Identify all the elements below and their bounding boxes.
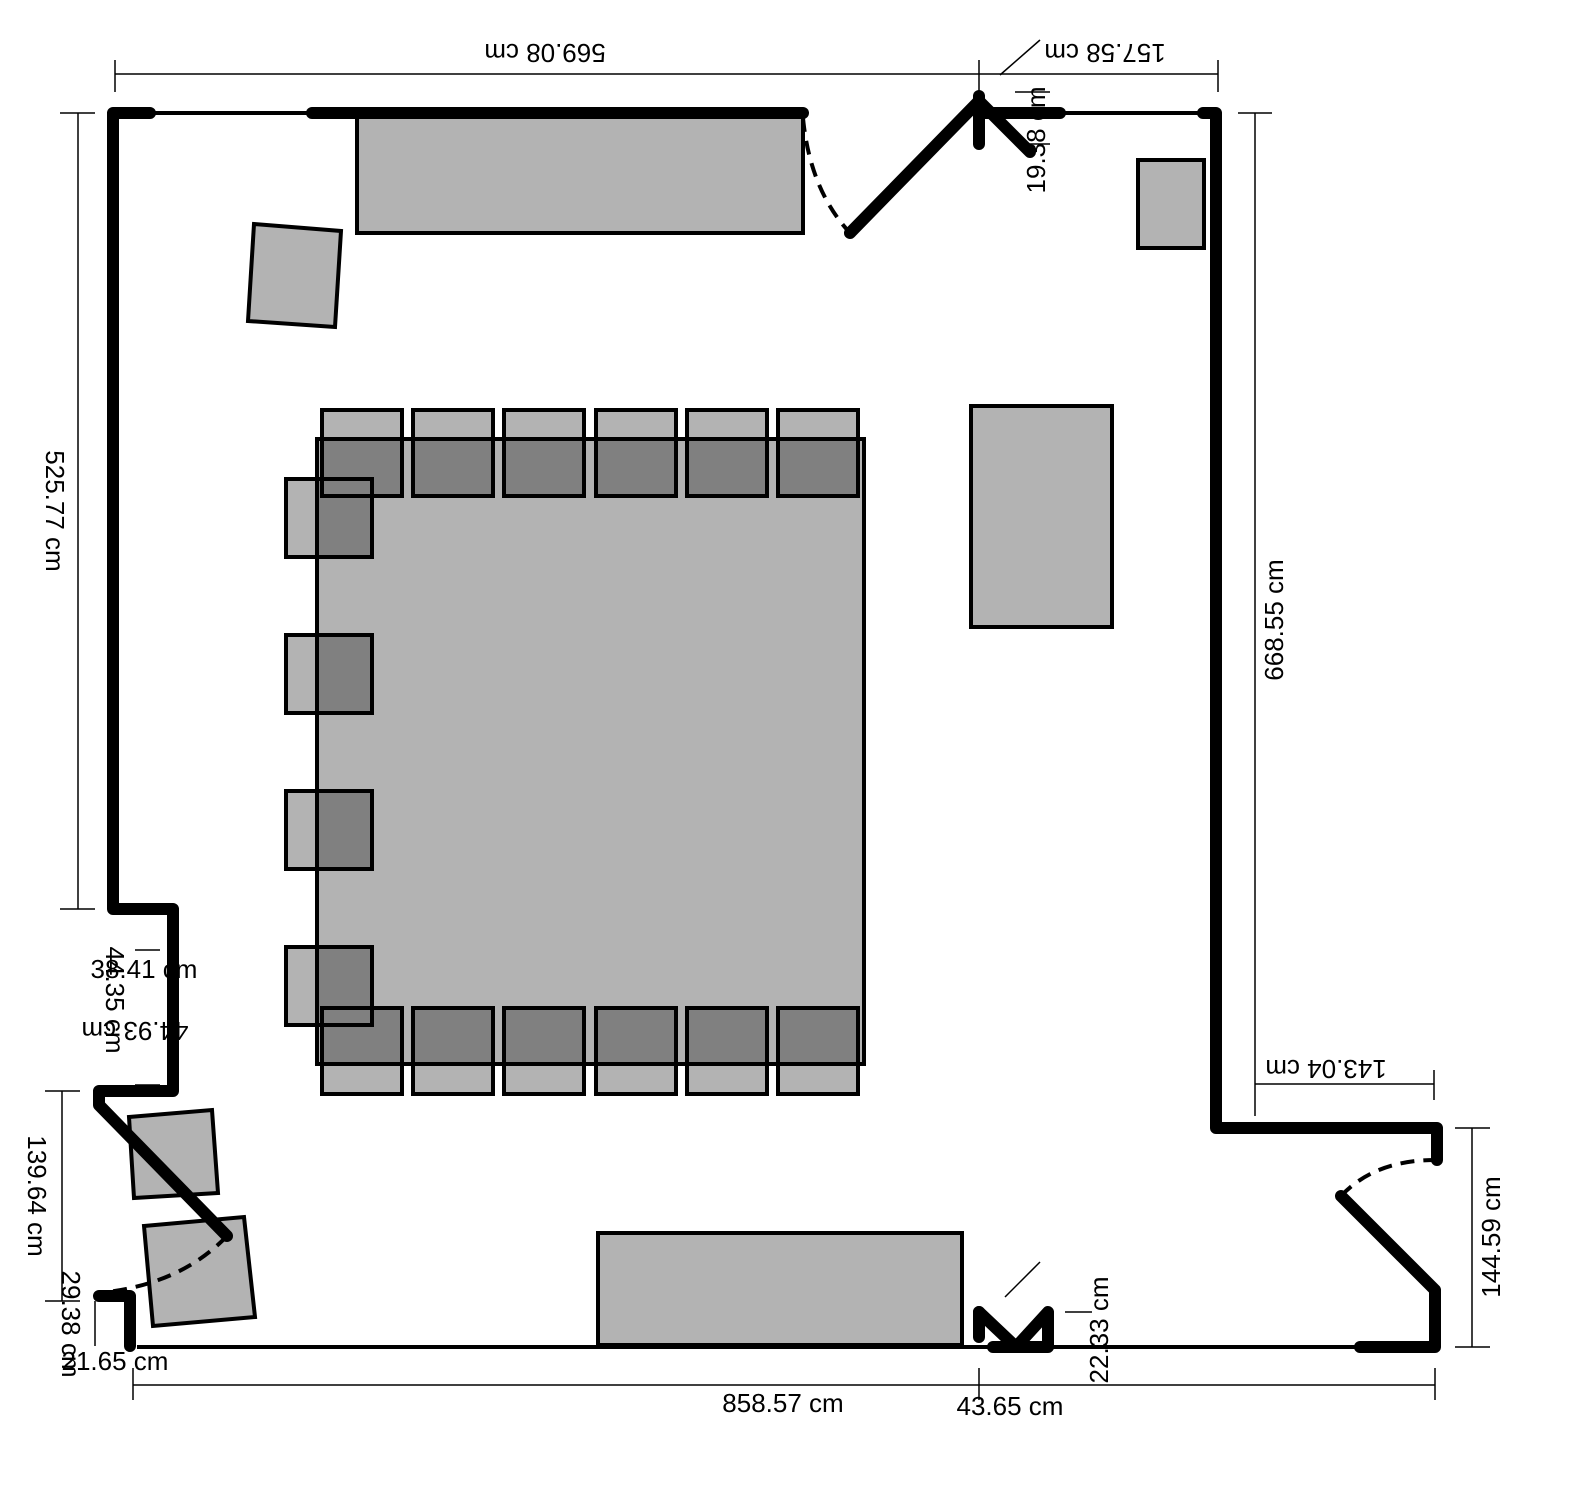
conference-table-group	[284, 408, 866, 1096]
armchair-bottom-left-1	[126, 1107, 221, 1201]
dim-top-left-wall: 569.08 cm	[484, 38, 605, 68]
door-swing-left	[98, 1234, 229, 1295]
armchair-top-left	[245, 221, 344, 330]
dim-bottom-right-vertical: 22.33 cm	[1084, 1277, 1114, 1384]
dim-bottom-left-step: 29.38 cm	[56, 1271, 86, 1378]
dim-left-notch-width: 38.41 cm	[91, 954, 198, 984]
dimension-labels: 569.08 cm 157.58 cm 19.38 cm 525.77 cm 3…	[22, 38, 1506, 1421]
sideboard-top	[355, 113, 805, 235]
dim-right-notch: 143.04 cm	[1265, 1054, 1386, 1084]
sideboard-bottom	[596, 1231, 964, 1347]
conference-table	[315, 437, 866, 1066]
dimension-lines	[45, 39, 1490, 1400]
armchair-bottom-left-2	[141, 1214, 258, 1329]
door-swing-right	[1339, 1158, 1436, 1198]
dim-left-wall: 525.77 cm	[40, 450, 70, 571]
walls	[93, 90, 1443, 1353]
dim-top-right-wall: 157.58 cm	[1044, 38, 1165, 68]
dim-left-notch-lower: 44.93 cm	[82, 1016, 189, 1046]
dim-right-wall: 668.55 cm	[1259, 559, 1289, 680]
door-swing-top	[801, 117, 852, 235]
dim-bottom-wall: 858.57 cm	[722, 1388, 843, 1418]
dim-bottom-left-offset: 21.65 cm	[62, 1346, 169, 1376]
dim-bottom-right-small: 43.65 cm	[957, 1391, 1064, 1421]
dim-right-door: 144.59 cm	[1476, 1176, 1506, 1297]
cabinet-top-right	[1136, 158, 1206, 250]
dim-left-door-span: 139.64 cm	[22, 1135, 52, 1256]
dim-left-notch-height: 44.35 cm	[100, 947, 130, 1054]
dim-top-window-small: 19.38 cm	[1021, 87, 1051, 194]
desk-right	[969, 404, 1114, 629]
